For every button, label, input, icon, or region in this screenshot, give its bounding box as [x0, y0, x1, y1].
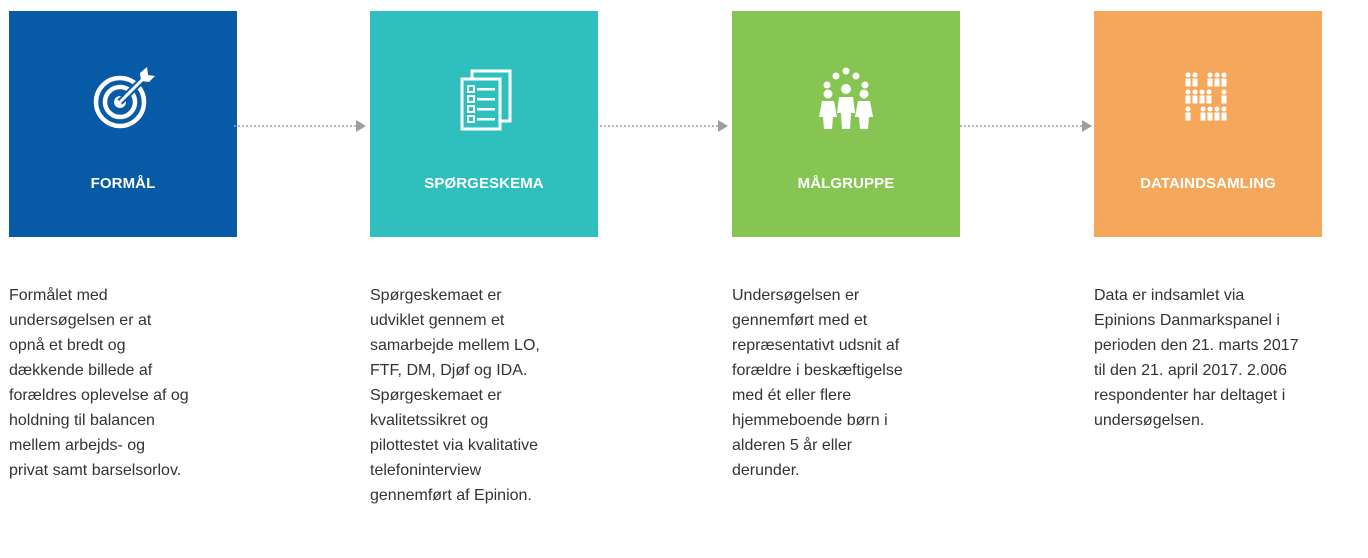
step-description: Data er indsamlet via Epinions Danmarksp…	[1094, 287, 1299, 429]
people-crowd-icon	[1176, 67, 1240, 131]
target-icon	[91, 67, 155, 131]
flow-arrow	[234, 119, 368, 133]
step-box-formaal: FORMÅL	[9, 11, 237, 237]
step-box-spoergeskema: SPØRGESKEMA	[370, 11, 598, 237]
step-title: DATAINDSAMLING	[1140, 175, 1276, 192]
step-title: SPØRGESKEMA	[424, 175, 544, 192]
step-title: FORMÅL	[90, 175, 156, 192]
step-box-dataindsamling: DATAINDSAMLING	[1094, 11, 1322, 237]
step-title: MÅLGRUPPE	[797, 175, 895, 192]
people-group-icon	[814, 67, 878, 131]
step-description: Undersøgelsen er gennemført med et repræ…	[732, 287, 903, 479]
flow-arrow	[960, 119, 1094, 133]
flow-arrow	[596, 119, 730, 133]
step-description: Formålet med undersøgelsen er at opnå et…	[9, 287, 189, 479]
step-description: Spørgeskemaet er udviklet gennem et sama…	[370, 287, 540, 504]
questionnaire-icon	[452, 67, 516, 131]
step-box-maalgruppe: MÅLGRUPPE	[732, 11, 960, 237]
